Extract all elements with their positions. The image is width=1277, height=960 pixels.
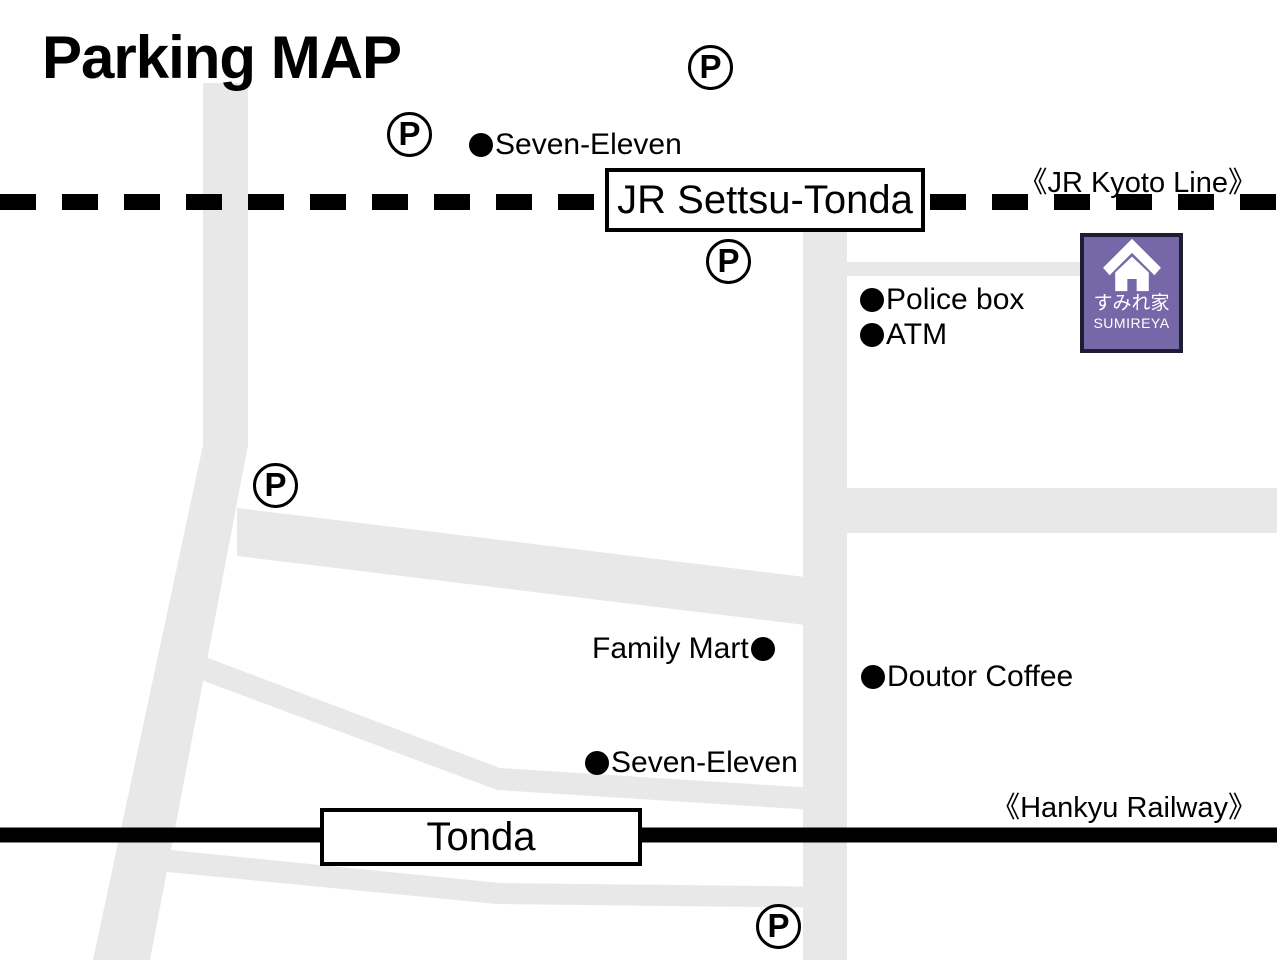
station-name: JR Settsu-Tonda	[617, 177, 913, 222]
location-dot-icon	[469, 133, 493, 157]
house-icon	[1102, 238, 1161, 292]
road-main-west	[93, 83, 248, 960]
destination-name-jp: すみれ家	[1093, 293, 1170, 314]
parking-badge-west: P	[253, 463, 298, 508]
poi-atm: ATM	[860, 318, 947, 352]
road-east-wide	[846, 488, 1277, 533]
location-dot-icon	[860, 288, 884, 312]
road-east-narrow	[846, 262, 1080, 276]
parking-badge-north: P	[688, 45, 733, 90]
poi-label: Seven-Eleven	[611, 746, 798, 779]
location-dot-icon	[750, 637, 775, 661]
location-dot-icon	[585, 751, 609, 775]
parking-badge-south: P	[756, 904, 801, 949]
parking-badge-northwest: P	[387, 112, 432, 157]
destination-marker-sumireya: すみれ家 SUMIREYA	[1080, 233, 1183, 353]
road-diagonal-south	[146, 848, 846, 908]
road-diagonal-upper	[237, 508, 846, 630]
jr-kyoto-line-label: 《JR Kyoto Line》	[1018, 167, 1257, 199]
poi-label: ATM	[886, 318, 948, 351]
station-box-jr-settsu-tonda: JR Settsu-Tonda	[605, 168, 925, 232]
location-dot-icon	[861, 665, 885, 689]
poi-police-box: Police box	[860, 283, 1024, 317]
location-dot-icon	[860, 323, 884, 347]
poi-label: Seven-Eleven	[495, 128, 682, 161]
poi-label: Family Mart	[592, 632, 749, 665]
poi-label: Doutor Coffee	[887, 660, 1074, 693]
station-box-tonda: Tonda	[320, 808, 642, 866]
parking-letter: P	[699, 47, 722, 85]
destination-name-en: SUMIREYA	[1093, 314, 1170, 331]
poi-doutor-coffee: Doutor Coffee	[861, 660, 1073, 694]
parking-letter: P	[717, 241, 740, 279]
parking-letter: P	[264, 465, 287, 503]
road-diagonal-lower	[193, 655, 846, 812]
poi-seven-eleven-south: Seven-Eleven	[585, 746, 798, 780]
parking-letter: P	[767, 906, 790, 944]
road-vertical-center	[803, 232, 847, 960]
parking-letter: P	[398, 114, 421, 152]
hankyu-railway-label: 《Hankyu Railway》	[991, 792, 1257, 824]
station-name: Tonda	[426, 814, 536, 859]
poi-label: Police box	[886, 283, 1025, 316]
poi-family-mart: Family Mart	[592, 632, 775, 666]
page-title: Parking MAP	[42, 24, 402, 91]
parking-badge-station: P	[706, 239, 751, 284]
poi-seven-eleven-north: Seven-Eleven	[469, 128, 682, 162]
